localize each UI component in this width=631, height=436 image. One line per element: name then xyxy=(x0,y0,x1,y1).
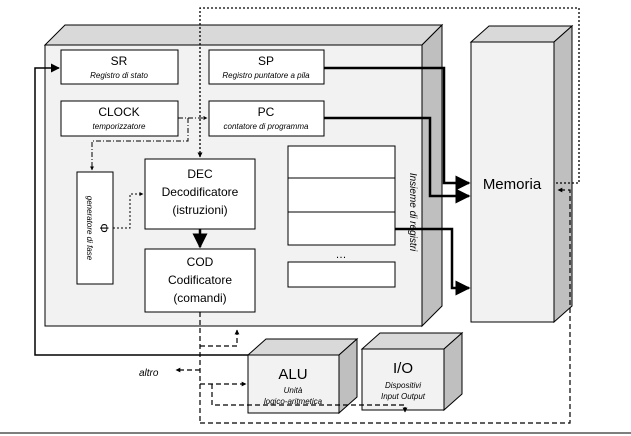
sr-title: SR xyxy=(111,54,128,68)
sr-register: SR Registro di stato xyxy=(60,49,179,85)
register-ellipsis: … xyxy=(336,249,347,261)
phase-subtitle: generatore di fase xyxy=(85,196,94,261)
bus-lines xyxy=(192,66,471,296)
io-line1: Dispositivi xyxy=(385,381,421,390)
phase-to-dec-line xyxy=(113,192,144,229)
clock-signals xyxy=(90,116,208,171)
io-title: I/O xyxy=(393,360,413,377)
pc-register: PC contatore di programma xyxy=(208,100,325,137)
clock-unit: CLOCK temporizzatore xyxy=(60,100,179,137)
dec-line1: DEC xyxy=(187,167,213,181)
memory-label: Memoria xyxy=(483,176,542,193)
cod-line1: COD xyxy=(187,255,214,269)
io-line2: Input Output xyxy=(381,392,426,401)
memory-box: Memoria xyxy=(469,24,574,324)
alu-line1: Unità xyxy=(284,386,303,395)
sr-subtitle: Registro di stato xyxy=(90,71,148,80)
cod-line2: Codificatore xyxy=(168,273,232,287)
sp-register: SP Registro puntatore a pila xyxy=(208,49,325,85)
alu-title: ALU xyxy=(278,366,307,383)
dec-line2: Decodificatore xyxy=(162,185,239,199)
cod-unit: COD Codificatore (comandi) xyxy=(144,248,256,313)
pc-title: PC xyxy=(258,105,275,119)
alu-box: ALU Unità logico-aritmetica xyxy=(246,337,359,415)
sp-title: SP xyxy=(258,54,274,68)
sp-subtitle: Registro puntatore a pila xyxy=(222,71,310,80)
clock-subtitle: temporizzatore xyxy=(93,122,146,131)
register-set-label: Insieme di registri xyxy=(407,173,418,252)
phase-symbol: Φ xyxy=(97,223,111,233)
control-signals xyxy=(175,187,571,424)
register-set: … Insieme di registri xyxy=(287,145,418,288)
other-label: altro xyxy=(139,368,159,379)
memory-to-dec-line xyxy=(197,7,580,184)
io-box: I/O Dispositivi Input Output xyxy=(360,331,464,412)
pc-subtitle: contatore di programma xyxy=(224,122,309,131)
phase-generator: Φ generatore di fase xyxy=(76,171,114,285)
status-feedback-line xyxy=(34,63,248,356)
cod-line3: (comandi) xyxy=(173,291,226,305)
alu-line2: logico-aritmetica xyxy=(264,397,323,406)
dec-unit: DEC Decodificatore (istruzioni) xyxy=(144,158,256,230)
clock-title: CLOCK xyxy=(98,105,139,119)
dec-line3: (istruzioni) xyxy=(172,203,227,217)
